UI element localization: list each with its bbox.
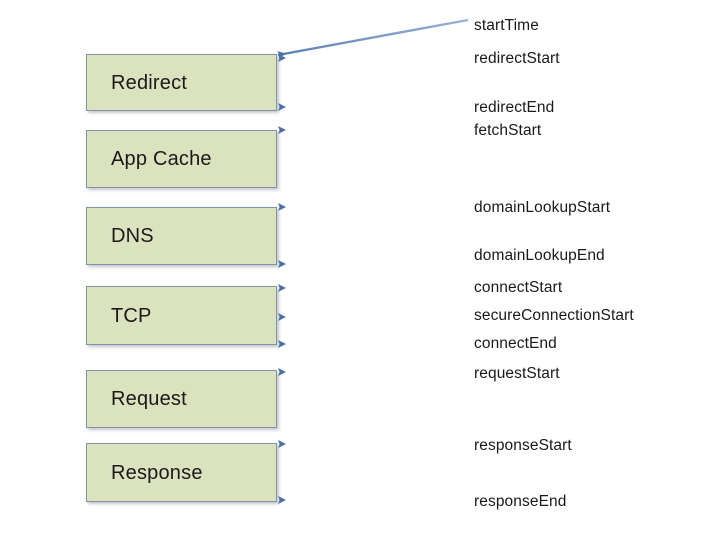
event-label-redirectStart: redirectStart bbox=[474, 50, 560, 67]
phase-box-label: App Cache bbox=[111, 148, 212, 170]
event-label-connectEnd: connectEnd bbox=[474, 335, 557, 352]
phase-box-label: Response bbox=[111, 461, 203, 484]
phase-box-label: Redirect bbox=[111, 71, 188, 94]
event-arrow-startTime bbox=[277, 18, 469, 59]
phase-box-request: Request bbox=[86, 370, 277, 428]
event-label-connectStart: connectStart bbox=[474, 279, 563, 296]
phase-box-label: Request bbox=[111, 388, 187, 410]
arrows-group bbox=[277, 18, 469, 504]
event-label-fetchStart: fetchStart bbox=[474, 122, 542, 139]
phase-box-dns: DNS bbox=[86, 207, 277, 265]
phase-box-label: TCP bbox=[111, 304, 152, 327]
phase-box-tcp: TCP bbox=[86, 286, 277, 345]
event-label-startTime: startTime bbox=[474, 17, 539, 34]
phase-box-redirect: Redirect bbox=[86, 54, 277, 111]
event-label-secureConnectionStart: secureConnectionStart bbox=[474, 307, 634, 324]
event-label-redirectEnd: redirectEnd bbox=[474, 99, 555, 116]
event-label-requestStart: requestStart bbox=[474, 365, 560, 382]
event-label-responseStart: responseStart bbox=[474, 437, 572, 454]
event-label-domainLookupStart: domainLookupStart bbox=[474, 199, 611, 216]
event-label-responseEnd: responseEnd bbox=[474, 493, 567, 510]
event-label-domainLookupEnd: domainLookupEnd bbox=[474, 247, 605, 264]
phase-box-app-cache: App Cache bbox=[86, 130, 277, 188]
phase-box-label: DNS bbox=[111, 225, 154, 247]
phase-box-response: Response bbox=[86, 443, 277, 502]
